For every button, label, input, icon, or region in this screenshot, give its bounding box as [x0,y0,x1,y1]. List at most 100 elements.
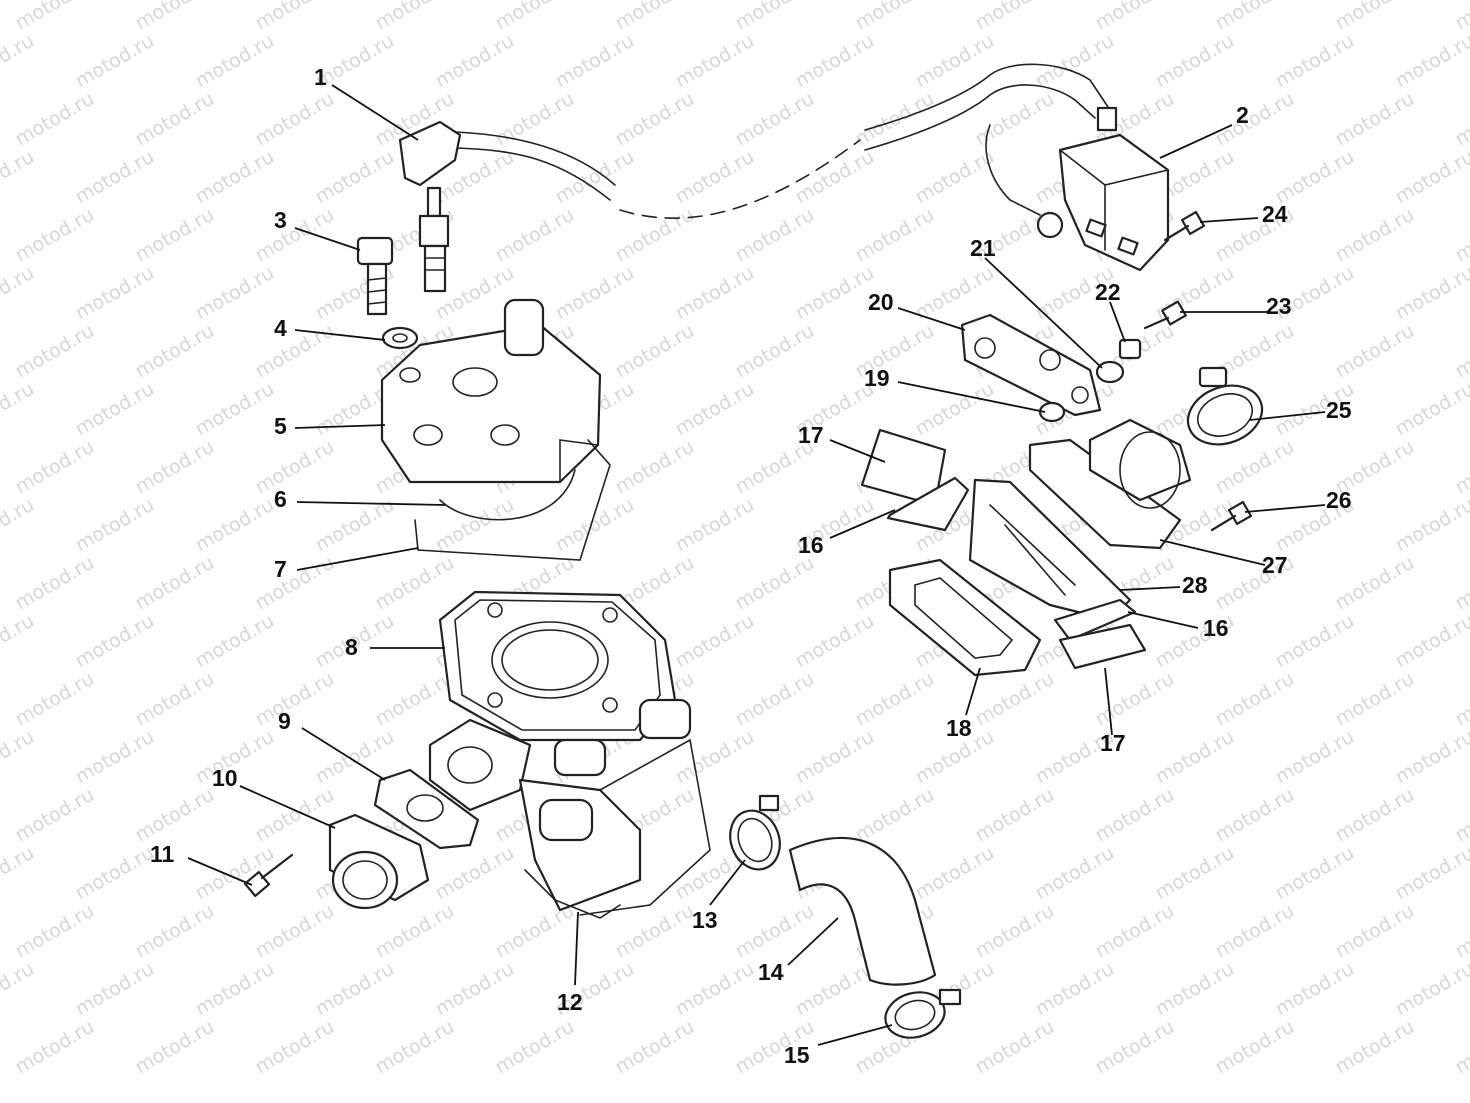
watermark-text-195: motod.ru [0,842,38,905]
watermark-text-167: motod.ru [1332,668,1418,731]
watermark-text-38: motod.ru [1452,88,1470,151]
watermark-text-149: motod.ru [672,610,758,673]
watermark-text-90: motod.ru [1452,320,1470,383]
watermark-text-10: motod.ru [1212,0,1298,34]
watermark-text-182: motod.ru [12,784,98,847]
watermark-text-23: motod.ru [1152,30,1238,93]
watermark-text-41: motod.ru [192,146,278,209]
watermark-text-144: motod.ru [72,610,158,673]
watermark-text-232: motod.ru [1272,958,1358,1021]
watermark-text-106: motod.ru [252,436,338,499]
watermark-text-89: motod.ru [1332,320,1418,383]
watermark-text-163: motod.ru [852,668,938,731]
watermark-text-80: motod.ru [252,320,338,383]
watermark-text-193: motod.ru [1332,784,1418,847]
watermark-text-8: motod.ru [972,0,1058,34]
callout-25: 25 [1326,397,1352,423]
watermark-text-39: motod.ru [0,146,38,209]
callout-15: 15 [784,1042,810,1068]
callout-12: 12 [557,989,583,1015]
watermark-text-243: motod.ru [1092,1016,1178,1079]
watermark-text-26: motod.ru [12,88,98,151]
watermark-text-180: motod.ru [1272,726,1358,789]
watermark-text-12: motod.ru [1452,0,1470,34]
watermark-text-166: motod.ru [1212,668,1298,731]
watermark-text-164: motod.ru [972,668,1058,731]
watermark-text-27: motod.ru [132,88,218,151]
watermark-text-133: motod.ru [372,552,458,615]
watermark-text-58: motod.ru [732,204,818,267]
intake-clamp [1186,366,1264,446]
watermark-text-130: motod.ru [12,552,98,615]
watermark-text-47: motod.ru [912,146,998,209]
watermark-text-206: motod.ru [1272,842,1358,905]
callout-22: 22 [1095,279,1121,305]
hose-clamp-lower [884,988,962,1039]
watermark-text-225: motod.ru [432,958,518,1021]
watermark-text-165: motod.ru [1092,668,1178,731]
watermark-text-11: motod.ru [1332,0,1418,34]
callout-6: 6 [274,486,287,512]
watermark-text-15: motod.ru [192,30,278,93]
watermark-text-155: motod.ru [1392,610,1470,673]
ignition-coil [985,106,1170,272]
watermark-text-50: motod.ru [1272,146,1358,209]
bolt-26 [1210,500,1253,532]
watermark-text-73: motod.ru [912,262,998,325]
watermark-text-28: motod.ru [252,88,338,151]
watermark-text-217: motod.ru [1092,900,1178,963]
spark-plug [418,186,450,293]
watermark-text-199: motod.ru [432,842,518,905]
watermark-text-227: motod.ru [672,958,758,1021]
watermark-text-40: motod.ru [72,146,158,209]
watermark-text-67: motod.ru [192,262,278,325]
watermark-text-6: motod.ru [732,0,818,34]
watermark-text-3: motod.ru [372,0,458,34]
watermark-text-191: motod.ru [1092,784,1178,847]
coolant-hose [788,836,937,986]
watermark-text-237: motod.ru [372,1016,458,1079]
watermark-text-170: motod.ru [72,726,158,789]
watermark-text-59: motod.ru [852,204,938,267]
watermark-text-53: motod.ru [132,204,218,267]
watermark-text-118: motod.ru [72,494,158,557]
watermark-text-141: motod.ru [1332,552,1418,615]
watermark-text-22: motod.ru [1032,30,1118,93]
head-gasket [414,439,611,561]
watermark-text-162: motod.ru [732,668,818,731]
watermark-text-218: motod.ru [1212,900,1298,963]
callout-5: 5 [274,413,287,439]
watermark-text-204: motod.ru [1032,842,1118,905]
watermark-text-92: motod.ru [72,378,158,441]
watermark-text-156: motod.ru [12,668,98,731]
watermark-text-223: motod.ru [192,958,278,1021]
watermark-text-77: motod.ru [1392,262,1470,325]
watermark-text-168: motod.ru [1452,668,1470,731]
bolt-23 [1143,300,1187,330]
watermark-text-192: motod.ru [1212,784,1298,847]
watermark-text-150: motod.ru [792,610,878,673]
watermark-text-154: motod.ru [1272,610,1358,673]
callout-24: 24 [1262,201,1288,227]
watermark-text-159: motod.ru [372,668,458,731]
watermark-text-20: motod.ru [792,30,878,93]
callout-7: 7 [274,556,287,582]
watermark-text-239: motod.ru [612,1016,698,1079]
watermark-text-5: motod.ru [612,0,698,34]
washer-21 [1095,360,1125,384]
watermark-text-93: motod.ru [192,378,278,441]
watermark-text-24: motod.ru [1272,30,1358,93]
watermark-text-56: motod.ru [492,204,578,267]
watermark-text-78: motod.ru [12,320,98,383]
callout-20: 20 [868,289,894,315]
watermark-text-2: motod.ru [252,0,338,34]
watermark-text-117: motod.ru [0,494,38,557]
leader-lines [187,84,1326,1046]
callout-16b: 16 [1203,615,1229,641]
watermark-text-32: motod.ru [732,88,818,151]
watermark-text-109: motod.ru [612,436,698,499]
watermark-text-9: motod.ru [1092,0,1178,34]
watermark-text-145: motod.ru [192,610,278,673]
watermark-text-136: motod.ru [732,552,818,615]
